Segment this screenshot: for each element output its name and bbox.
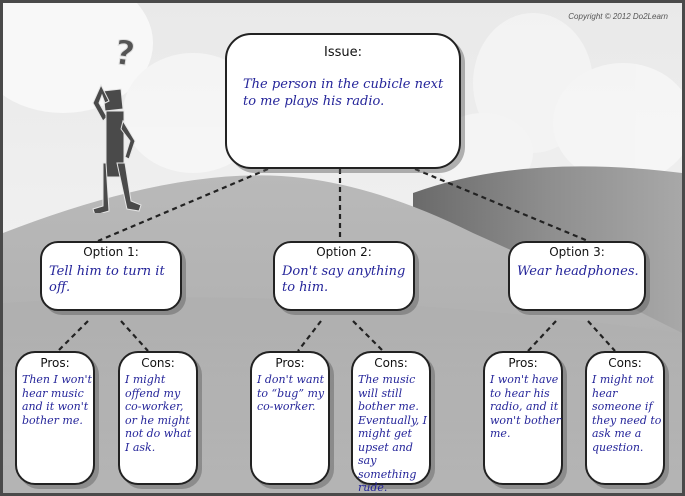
issue-text: The person in the cubicle next to me pla… (243, 77, 444, 109)
cons-label: Cons: (374, 356, 408, 370)
connector-option2-pros (297, 320, 322, 352)
connector-issue-option3 (414, 167, 589, 243)
cons-text: I might not hear someone if they need to… (592, 373, 662, 454)
pros-text: I don't want to “bug” my co-worker. (257, 373, 325, 413)
cons-text: The music will still bother me. Eventual… (358, 373, 428, 494)
pros-label: Pros: (40, 356, 70, 370)
option-1-label: Option 1: (83, 245, 139, 259)
pros-text: Then I won't hear music and it won't bot… (22, 373, 92, 427)
option-2-pros-box: Pros: I don't want to “bug” my co-worker… (250, 351, 330, 485)
connector-option1-pros (57, 320, 89, 352)
pros-label: Pros: (508, 356, 538, 370)
option-3-pros-box: Pros: I won't have to hear his radio, an… (483, 351, 563, 485)
option-1-text: Tell him to turn it off. (49, 264, 165, 295)
option-1-box: Option 1: Tell him to turn it off. (40, 241, 182, 311)
issue-box: Issue: The person in the cubicle next to… (225, 33, 461, 169)
pros-text: I won't have to hear his radio, and it w… (490, 373, 562, 440)
option-1-cons-box: Cons: I might offend my co-worker, or he… (118, 351, 198, 485)
option-1-pros-box: Pros: Then I won't hear music and it won… (15, 351, 95, 485)
cons-text: I might offend my co-worker, or he might… (125, 373, 192, 454)
option-3-label: Option 3: (549, 245, 605, 259)
connector-option3-cons (587, 320, 616, 352)
connector-option3-pros (527, 320, 557, 352)
confused-person-icon: ? (92, 33, 142, 213)
connector-issue-option1 (97, 167, 269, 243)
connector-lines (57, 167, 616, 352)
option-2-box: Option 2: Don't say anything to him. (273, 241, 415, 311)
cons-label: Cons: (141, 356, 175, 370)
option-2-cons-box: Cons: The music will still bother me. Ev… (351, 351, 431, 493)
copyright-notice: Copyright © 2012 Do2Learn (568, 12, 668, 21)
cons-label: Cons: (608, 356, 642, 370)
connector-option2-cons (352, 320, 384, 352)
option-3-box: Option 3: Wear headphones. (508, 241, 646, 311)
option-2-text: Don't say anything to him. (282, 264, 406, 295)
connector-option1-cons (120, 320, 149, 352)
question-mark-icon: ? (112, 33, 137, 75)
pros-label: Pros: (275, 356, 305, 370)
issue-label: Issue: (324, 45, 362, 60)
option-3-cons-box: Cons: I might not hear someone if they n… (585, 351, 665, 485)
option-3-text: Wear headphones. (517, 264, 639, 279)
option-2-label: Option 2: (316, 245, 372, 259)
